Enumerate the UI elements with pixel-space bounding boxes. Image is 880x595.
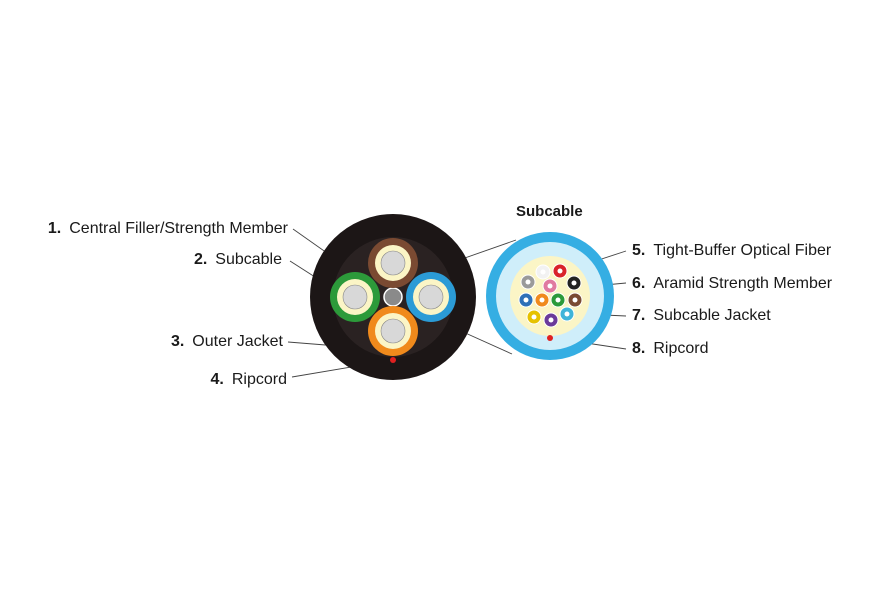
label-text: Aramid Strength Member	[653, 275, 833, 292]
label-text: Subcable Jacket	[653, 307, 771, 324]
label-central-filler: 1. Central Filler/Strength Member	[48, 219, 288, 239]
label-text: Ripcord	[653, 340, 709, 357]
label-text: Subcable	[215, 251, 282, 268]
label-text: Ripcord	[231, 371, 287, 388]
fiber-core	[540, 269, 546, 275]
fiber-core	[539, 297, 545, 303]
label-number: 8.	[632, 340, 646, 357]
outer-cable	[310, 214, 476, 380]
label-number: 1.	[47, 220, 62, 237]
subcable-left	[330, 272, 380, 322]
subcable-top	[368, 238, 418, 288]
fiber-core	[557, 268, 563, 274]
fiber-core	[572, 297, 578, 303]
label-outer-ripcord: 4. Ripcord	[211, 370, 287, 390]
label-number: 5.	[632, 242, 646, 259]
fiber-core	[523, 297, 529, 303]
fiber-core	[531, 314, 537, 320]
label-subcable-jacket: 7. Subcable Jacket	[632, 306, 771, 326]
subcable-title: Subcable	[516, 203, 583, 220]
label-text: Outer Jacket	[192, 333, 283, 350]
label-number: 3.	[170, 333, 185, 350]
label-tight-buffer-fiber: 5. Tight-Buffer Optical Fiber	[632, 241, 831, 261]
central-filler	[383, 287, 403, 307]
subcable-bottom	[368, 306, 418, 356]
fiber-core	[547, 283, 553, 289]
fiber-core	[564, 311, 570, 317]
subcable-ripcord	[547, 335, 553, 341]
label-number: 2.	[193, 251, 208, 268]
label-text: Tight-Buffer Optical Fiber	[653, 242, 832, 259]
label-subcable-ripcord: 8. Ripcord	[632, 339, 708, 359]
fiber-core	[555, 297, 561, 303]
subcable-detail	[486, 232, 614, 360]
label-subcable: 2. Subcable	[194, 250, 282, 270]
fiber-core	[571, 280, 577, 286]
label-text: Central Filler/Strength Member	[69, 220, 288, 237]
label-outer-jacket: 3. Outer Jacket	[171, 332, 283, 352]
tight-buffer-fibers	[518, 263, 583, 328]
label-number: 6.	[632, 275, 646, 292]
fiber-core	[525, 279, 531, 285]
label-number: 4.	[210, 371, 224, 388]
label-number: 7.	[632, 307, 646, 324]
outer-ripcord	[390, 357, 396, 363]
subcable-right	[406, 272, 456, 322]
fiber-core	[548, 317, 554, 323]
label-aramid-strength: 6. Aramid Strength Member	[632, 274, 832, 294]
